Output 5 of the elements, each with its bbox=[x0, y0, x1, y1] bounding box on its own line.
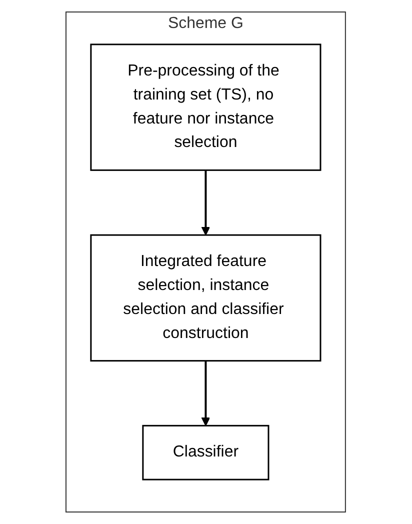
node-box: Pre-processing of the training set (TS), no feature nor instance selection bbox=[90, 44, 322, 171]
node-box: Classifier bbox=[142, 424, 270, 480]
arrow bbox=[202, 170, 210, 236]
arrow bbox=[202, 360, 210, 426]
node-box: Integrated feature selection, instance selection and classifier construction bbox=[90, 234, 322, 362]
